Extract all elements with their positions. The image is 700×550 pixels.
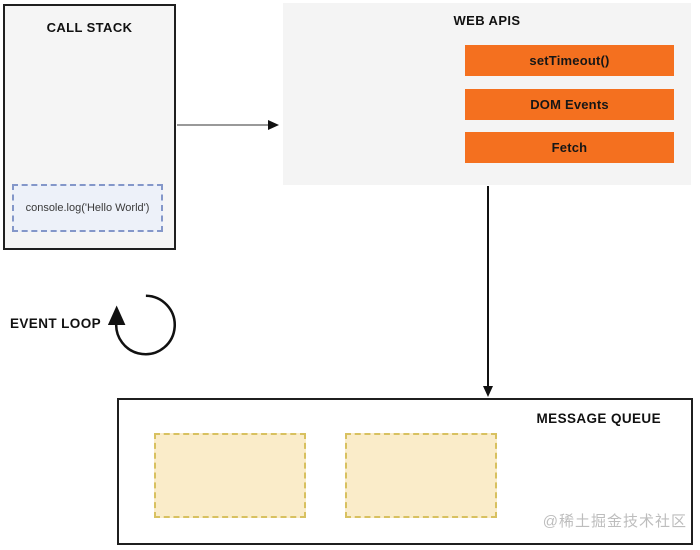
call-stack-title: CALL STACK [46,20,133,35]
event-loop-label: EVENT LOOP [10,316,102,331]
api-dom-events: DOM Events [465,89,674,120]
event-loop-cycle-icon [107,294,176,356]
watermark-text: @稀土掘金技术社区 [542,513,687,530]
stack-frame: console.log('Hello World') [12,184,163,232]
queue-slot [154,433,306,518]
web-apis-panel: WEB APIS setTimeout() DOM Events Fetch [283,3,691,185]
arrow-webapis-to-queue-icon [483,186,493,397]
call-stack-panel: CALL STACK console.log('Hello World') [3,4,176,250]
arrow-callstack-to-webapis-icon [177,120,279,130]
queue-slot [345,433,497,518]
message-queue-panel: MESSAGE QUEUE @稀土掘金技术社区 [117,398,693,545]
web-apis-title: WEB APIS [453,13,521,28]
stack-frame-code: console.log('Hello World') [25,202,150,214]
api-fetch: Fetch [465,132,674,163]
api-settimeout: setTimeout() [465,45,674,76]
message-queue-title: MESSAGE QUEUE [536,411,661,426]
